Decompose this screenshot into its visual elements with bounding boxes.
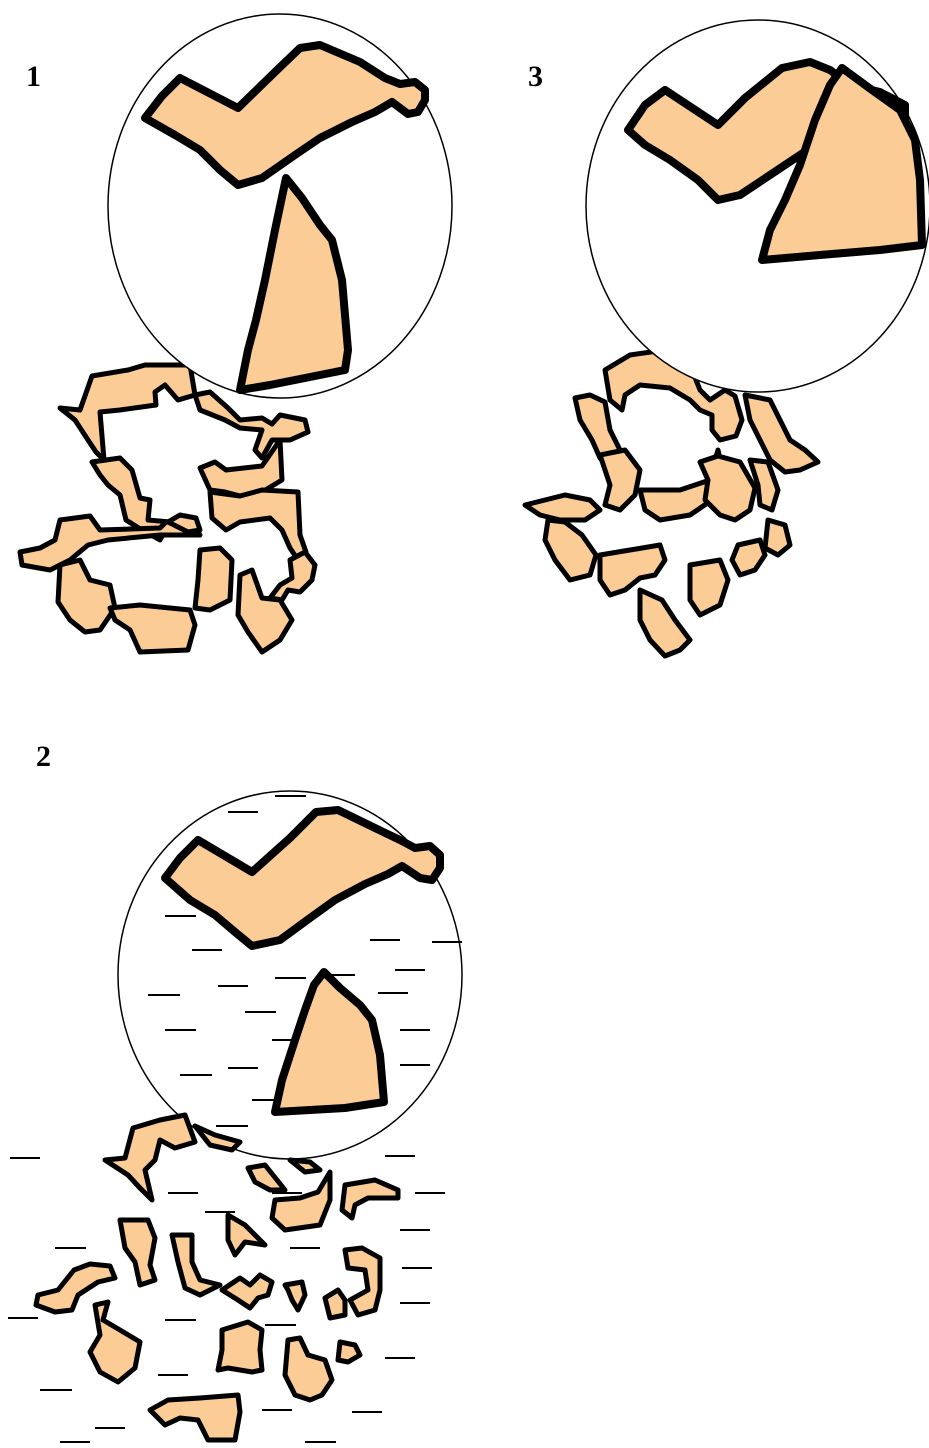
panel-1-fragment <box>267 549 318 603</box>
panel-label-3: 3 <box>528 60 543 93</box>
panel-2-fragment <box>282 1335 335 1403</box>
panel-2-fragment <box>322 1287 348 1321</box>
panel-2-fragment <box>335 1339 363 1365</box>
panel-2-fragment <box>192 1123 243 1153</box>
panel-1-fragment <box>17 513 203 573</box>
panel-2-fragment <box>287 1157 323 1175</box>
panel-3-fragment <box>747 457 781 513</box>
panel-2-liquid-marks <box>148 795 462 1127</box>
panel-1-fragment <box>165 512 203 535</box>
panel-label-2: 2 <box>36 740 51 773</box>
panel-2-fragment <box>169 1232 223 1298</box>
panel-3-fragment <box>637 587 693 659</box>
panel-1-fragment <box>235 567 295 655</box>
panel-3-fragment <box>742 392 821 475</box>
panel-3-fragment <box>542 517 599 583</box>
panel-3-fragment <box>597 447 643 513</box>
panel-2-network <box>8 790 463 1443</box>
panel-2-fragment <box>342 1245 383 1318</box>
panel-2-fragment <box>117 1217 158 1288</box>
panel-2-fragment <box>282 1279 308 1313</box>
panel-2-magnified-fragment <box>271 968 388 1116</box>
panel-2-fragment <box>33 1261 118 1315</box>
panel-2-magnified-fragment <box>161 806 444 950</box>
panel-2-fragment <box>215 1319 265 1375</box>
panel-3-fragment <box>597 542 668 598</box>
panel-label-1: 1 <box>26 60 41 93</box>
panel-2-fragment <box>102 1112 198 1203</box>
panel-1-fragment <box>107 602 198 655</box>
panel-2-fragment <box>225 1212 268 1258</box>
panel-3-fragment <box>762 517 793 558</box>
panel-2-fragment <box>219 1272 275 1311</box>
panel-3-fragment <box>697 453 758 523</box>
panel-2-liquid-marks-outer <box>8 1155 445 1443</box>
panel-1-magnified-fragment <box>141 41 429 189</box>
panel-3-fragment <box>729 537 768 578</box>
panel-1-fragment <box>192 389 311 461</box>
panel-2-fragment <box>339 1177 401 1221</box>
panel-1-fragment <box>192 545 235 613</box>
panel-3-network <box>522 19 929 659</box>
panel-1-fragment <box>57 362 198 463</box>
panel-1-magnified-fragment <box>236 174 352 394</box>
panel-3-fragment <box>522 492 603 523</box>
panel-2-fragment <box>87 1299 143 1385</box>
panel-2-fragment <box>147 1392 243 1443</box>
panel-1-fragment <box>55 557 118 635</box>
panel-2-fragment <box>269 1169 333 1233</box>
panel-3-magnified-fragment <box>758 64 926 264</box>
panel-1-network <box>17 13 453 655</box>
panel-3-fragment <box>687 557 731 618</box>
panel-2-fragment <box>245 1162 288 1193</box>
panel-1-fragment <box>207 487 309 563</box>
